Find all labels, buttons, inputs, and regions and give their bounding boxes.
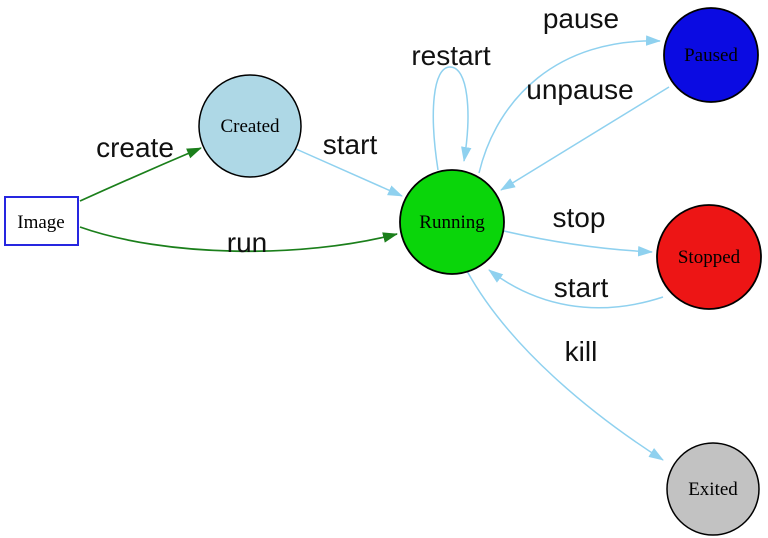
node-running-circle	[399, 169, 505, 275]
node-running-label: Running	[419, 212, 485, 233]
edge-label-unpause: unpause	[526, 74, 633, 105]
edge-kill	[466, 270, 664, 461]
edge-unpause	[500, 86, 670, 191]
node-paused-label: Paused	[684, 45, 738, 66]
node-created-circle	[198, 74, 302, 178]
node-created: Created	[198, 74, 302, 178]
node-exited-circle	[666, 442, 760, 536]
node-created-label: Created	[220, 116, 280, 137]
edge-run	[79, 226, 398, 253]
edge-label-kill: kill	[565, 336, 598, 367]
edge-label-start-again: start	[554, 272, 609, 303]
edge-label-stop: stop	[553, 202, 606, 233]
node-image-label: Image	[17, 212, 64, 233]
edge-pause	[478, 35, 661, 174]
node-image: Image	[4, 196, 79, 246]
edge-stop	[503, 230, 653, 257]
edge-label-start: start	[323, 129, 378, 160]
node-exited-label: Exited	[688, 479, 738, 500]
node-image-rect	[4, 196, 79, 246]
edge-label-pause: pause	[543, 3, 619, 34]
node-stopped: Stopped	[656, 204, 762, 310]
node-stopped-label: Stopped	[678, 247, 741, 268]
edge-restart-self-loop	[432, 66, 472, 171]
node-stopped-circle	[656, 204, 762, 310]
edge-label-run: run	[227, 227, 267, 258]
edge-label-restart: restart	[411, 40, 491, 71]
node-running: Running	[399, 169, 505, 275]
edge-create	[79, 147, 202, 202]
edge-start-again	[488, 269, 664, 309]
node-exited: Exited	[666, 442, 760, 536]
node-paused-circle	[663, 7, 759, 103]
edge-label-create: create	[96, 132, 174, 163]
edge-start	[295, 148, 403, 197]
node-paused: Paused	[663, 7, 759, 103]
